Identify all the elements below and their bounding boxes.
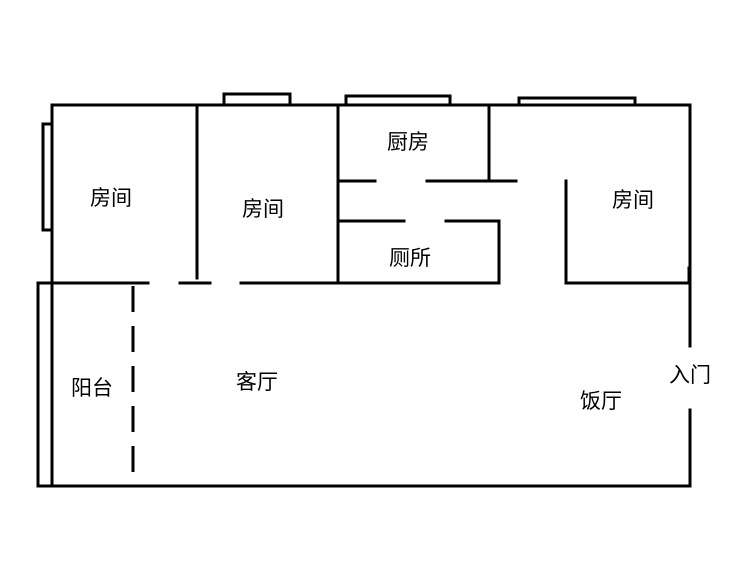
label-room-2: 房间 [242,197,284,221]
window-top-3 [517,96,637,107]
windows [36,92,637,488]
interior-walls [50,103,692,285]
window-left [41,122,54,232]
outer-walls [50,103,692,488]
label-room-1: 房间 [90,186,132,210]
label-entrance: 入门 [669,363,711,387]
window-top-1 [222,92,292,107]
label-dining-room: 饭厅 [580,389,622,413]
label-toilet: 厕所 [389,246,431,270]
window-balcony [36,281,54,488]
label-room-3: 房间 [612,188,654,212]
room-labels: 房间 房间 厨房 厕所 房间 阳台 客厅 饭厅 入门 [71,130,711,413]
label-living-room: 客厅 [236,370,278,394]
label-kitchen: 厨房 [387,130,429,154]
window-top-2 [344,94,452,107]
label-balcony: 阳台 [71,376,113,400]
